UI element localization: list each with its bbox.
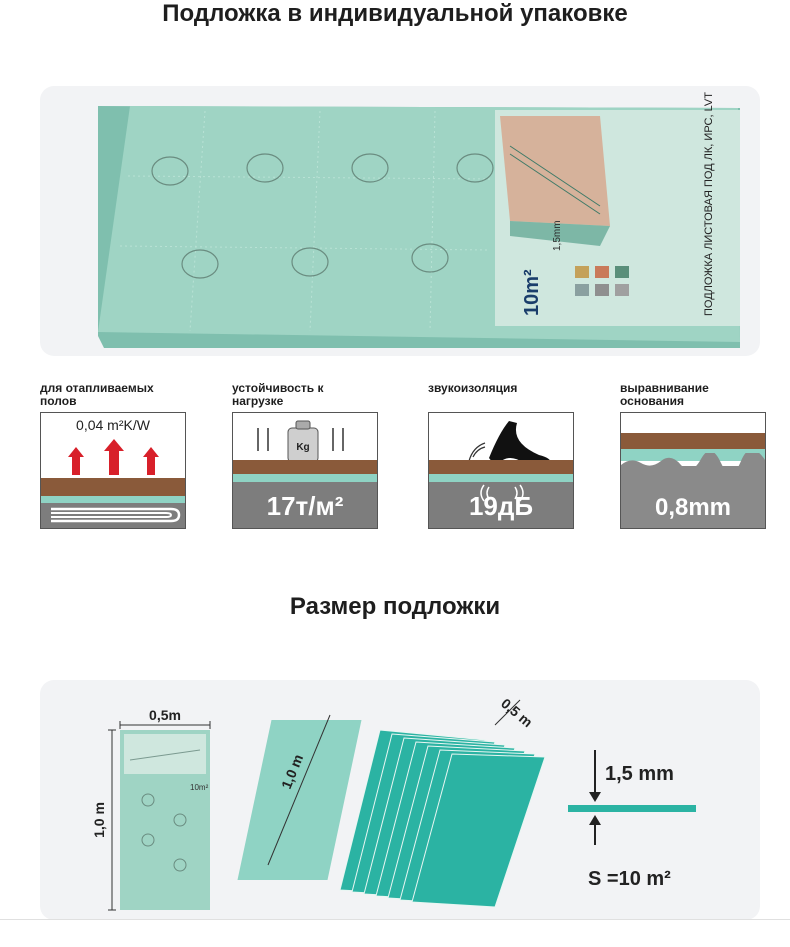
logo-stamp-2 <box>246 153 284 183</box>
section-title-size: Размер подложки <box>289 593 501 620</box>
heated-floor-tile: 0,04 m²K/W <box>40 412 186 529</box>
load-tile: Kg 17т/м² <box>232 412 378 529</box>
logo-stamp-3 <box>351 153 389 183</box>
feature-label: звукоизоляция <box>428 381 518 395</box>
leveling-value: 0,8mm <box>654 494 732 521</box>
logo-stamp-1 <box>151 156 189 186</box>
sound-wave-icon <box>480 484 524 502</box>
height-label: 1,0 m <box>91 802 107 838</box>
feature-heated-floors: для отапливаемых полов 0,04 m²K/W <box>40 382 186 529</box>
feature-leveling: выравнивание основания 0,8mm <box>620 382 766 529</box>
divider <box>0 919 790 920</box>
logo-stamp-6 <box>291 247 329 277</box>
weight-label: Kg <box>296 442 309 453</box>
weight-icon: Kg <box>257 420 344 463</box>
thermal-resistance-value: 0,04 m²K/W <box>76 417 150 433</box>
sheet-stack-illustration <box>237 720 546 908</box>
product-image-panel: 1,5mm 10m² ПОДЛОЖКА ЛИСТОВАЯ ПОД ЛК, ИРС… <box>40 86 760 356</box>
sound-value: 19дБ <box>468 491 534 521</box>
feature-load-resistance: устойчивость к нагрузке Kg 17т/м² <box>232 382 378 529</box>
thickness-label: 1,5 mm <box>605 763 674 785</box>
size-diagram: 10m² 0,5m 1,0 m <box>91 695 696 911</box>
logo-stamp-4 <box>456 153 494 183</box>
sheet-area-label: 10m² <box>190 783 209 792</box>
thickness-label: 1,5mm <box>552 220 563 251</box>
feature-label: выравнивание основания <box>620 381 709 408</box>
sound-tile: 19дБ <box>428 412 574 529</box>
logo-stamp-5 <box>181 249 219 279</box>
leveling-tile: 0,8mm <box>620 412 766 529</box>
package-label: 1,5mm 10m² ПОДЛОЖКА ЛИСТОВАЯ ПОД ЛК, ИРС… <box>495 92 740 326</box>
area-formula-label: S =10 m² <box>588 868 671 890</box>
heating-pipe-icon <box>51 507 181 523</box>
feature-sound-insulation: звукоизоляция 19дБ <box>428 382 574 529</box>
product-side-title: ПОДЛОЖКА ЛИСТОВАЯ ПОД ЛК, ИРС, LVT <box>703 92 715 316</box>
width-label: 0,5m <box>149 707 181 723</box>
heat-arrows-icon <box>68 439 159 475</box>
stack-width-label: 0,5 m <box>498 695 536 730</box>
size-panel: 10m² 0,5m 1,0 m <box>40 680 760 920</box>
product-package-illustration: 1,5mm 10m² ПОДЛОЖКА ЛИСТОВАЯ ПОД ЛК, ИРС… <box>98 92 740 348</box>
thickness-diagram <box>568 750 696 845</box>
feature-label: для отапливаемых полов <box>40 381 154 408</box>
feature-label: устойчивость к нагрузке <box>232 381 324 408</box>
sheet-illustration: 10m² <box>120 730 210 910</box>
load-value: 17т/м² <box>266 491 344 521</box>
logo-stamp-7 <box>411 243 449 273</box>
area-label: 10m² <box>521 269 543 316</box>
page-title: Подложка в индивидуальной упаковке <box>162 0 628 27</box>
